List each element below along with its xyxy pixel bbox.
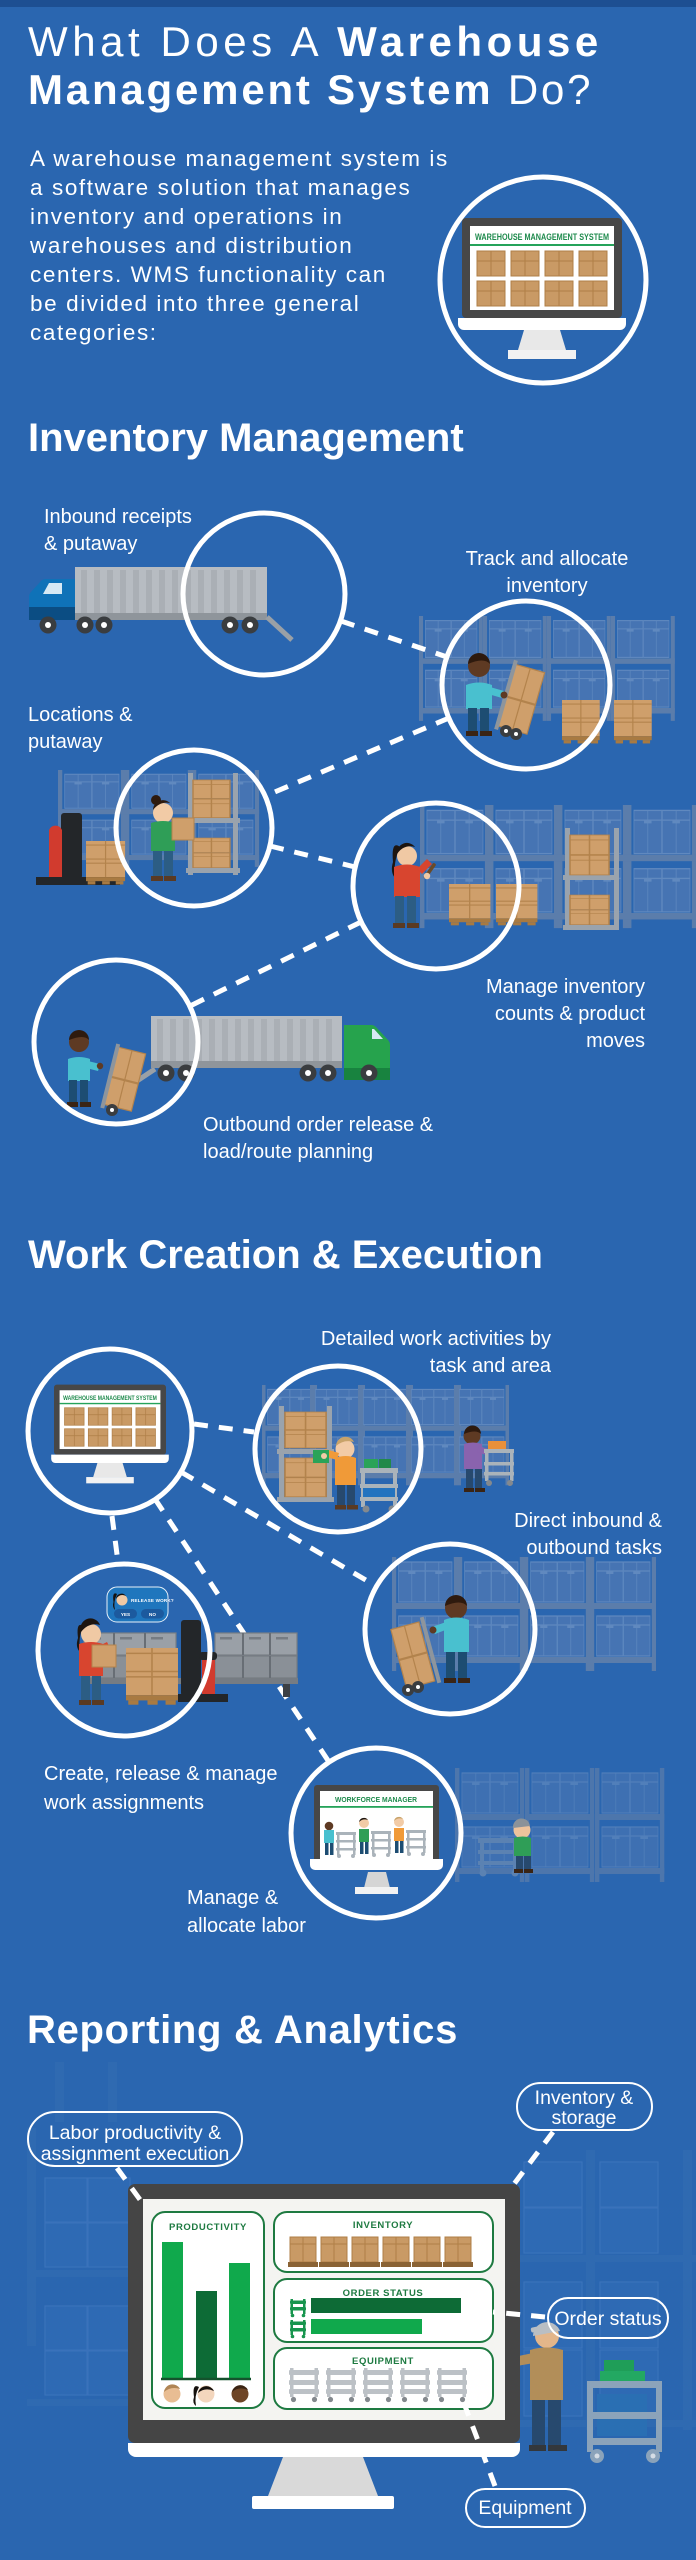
svg-text:putaway: putaway bbox=[28, 731, 103, 753]
svg-text:be divided into three general: be divided into three general bbox=[30, 291, 360, 316]
svg-text:centers. WMS functionality can: centers. WMS functionality can bbox=[30, 262, 387, 287]
svg-text:RELEASE WORK?: RELEASE WORK? bbox=[131, 1598, 174, 1603]
svg-text:Work Creation & Execution: Work Creation & Execution bbox=[28, 1233, 543, 1277]
svg-text:Equipment: Equipment bbox=[478, 2497, 572, 2519]
svg-text:NO: NO bbox=[149, 1612, 156, 1617]
svg-text:moves: moves bbox=[586, 1030, 645, 1052]
svg-text:counts & product: counts & product bbox=[495, 1003, 646, 1025]
svg-text:categories:: categories: bbox=[30, 320, 158, 345]
svg-text:Manage inventory: Manage inventory bbox=[486, 976, 645, 998]
svg-text:Inventory Management: Inventory Management bbox=[28, 416, 464, 460]
svg-text:load/route planning: load/route planning bbox=[203, 1141, 373, 1163]
svg-text:Detailed work activities by: Detailed work activities by bbox=[321, 1328, 551, 1350]
svg-text:Reporting & Analytics: Reporting & Analytics bbox=[27, 2008, 458, 2052]
svg-text:Direct inbound &: Direct inbound & bbox=[514, 1510, 663, 1532]
svg-text:Inventory &: Inventory & bbox=[535, 2087, 634, 2109]
svg-text:Management System Do?: Management System Do? bbox=[28, 66, 593, 113]
svg-text:ORDER STATUS: ORDER STATUS bbox=[343, 2288, 424, 2299]
svg-text:inventory and operations in: inventory and operations in bbox=[30, 204, 343, 229]
svg-text:Outbound order release &: Outbound order release & bbox=[203, 1114, 434, 1136]
svg-text:PRODUCTIVITY: PRODUCTIVITY bbox=[169, 2222, 247, 2233]
svg-text:Manage &: Manage & bbox=[187, 1887, 279, 1909]
svg-text:EQUIPMENT: EQUIPMENT bbox=[352, 2356, 414, 2367]
svg-text:What Does A Warehouse: What Does A Warehouse bbox=[28, 18, 603, 65]
svg-text:Order status: Order status bbox=[554, 2308, 662, 2330]
svg-text:Locations &: Locations & bbox=[28, 704, 133, 726]
svg-text:allocate labor: allocate labor bbox=[187, 1915, 306, 1937]
svg-text:Inbound receipts: Inbound receipts bbox=[44, 506, 192, 528]
svg-text:work assignments: work assignments bbox=[43, 1792, 204, 1814]
svg-text:INVENTORY: INVENTORY bbox=[353, 2220, 413, 2231]
svg-text:Track and allocate: Track and allocate bbox=[466, 548, 629, 570]
svg-text:WORKFORCE MANAGER: WORKFORCE MANAGER bbox=[335, 1795, 418, 1804]
svg-text:WAREHOUSE MANAGEMENT SYSTEM: WAREHOUSE MANAGEMENT SYSTEM bbox=[475, 232, 609, 242]
svg-text:YES: YES bbox=[121, 1612, 130, 1617]
svg-text:warehouses and distribution: warehouses and distribution bbox=[29, 233, 353, 258]
svg-text:Create, release & manage: Create, release & manage bbox=[44, 1763, 277, 1785]
svg-text:inventory: inventory bbox=[506, 575, 587, 597]
svg-text:Labor productivity &: Labor productivity & bbox=[49, 2122, 221, 2144]
svg-text:outbound tasks: outbound tasks bbox=[526, 1537, 662, 1559]
svg-text:& putaway: & putaway bbox=[44, 533, 137, 555]
svg-text:assignment execution: assignment execution bbox=[41, 2143, 230, 2165]
svg-text:task and area: task and area bbox=[430, 1355, 552, 1377]
svg-text:storage: storage bbox=[551, 2107, 616, 2129]
svg-text:a software solution that manag: a software solution that manages bbox=[30, 175, 411, 200]
svg-text:A warehouse management system: A warehouse management system is bbox=[30, 146, 449, 171]
